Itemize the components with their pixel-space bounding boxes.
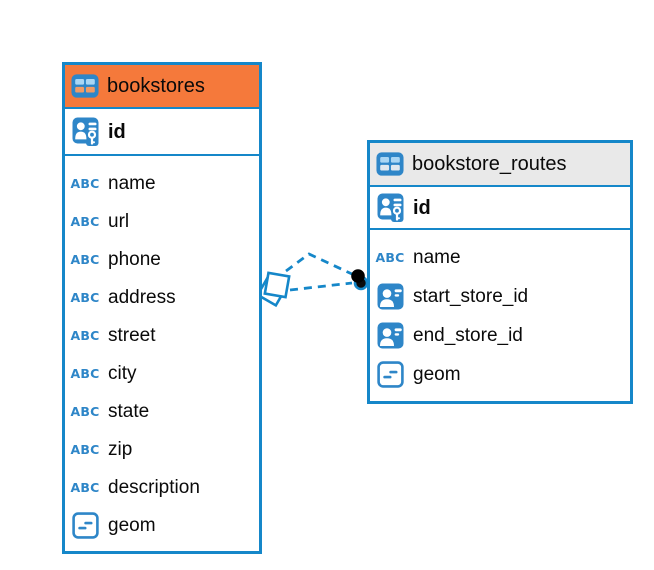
relationship-line-upper[interactable]: [285, 252, 353, 276]
column-row-state[interactable]: ABC state: [65, 392, 259, 430]
table-title: bookstores: [107, 74, 205, 97]
column-name: start_store_id: [413, 286, 529, 307]
column-name: description: [108, 476, 200, 498]
column-row-geom[interactable]: geom: [370, 355, 630, 394]
column-row-end_store_id[interactable]: end_store_id: [370, 316, 630, 355]
geometry-icon: [376, 361, 404, 388]
table-bookstore-routes-header[interactable]: bookstore_routes: [370, 143, 630, 187]
table-title: bookstore_routes: [412, 152, 567, 175]
column-row-description[interactable]: ABC description: [65, 468, 259, 506]
column-row-id[interactable]: id: [65, 110, 259, 153]
column-row-start_store_id[interactable]: start_store_id: [370, 277, 630, 316]
column-row-city[interactable]: ABC city: [65, 354, 259, 392]
column-name: address: [108, 286, 176, 308]
column-row-name[interactable]: ABC name: [65, 164, 259, 202]
table-icon: [376, 151, 404, 177]
column-name: geom: [413, 364, 461, 385]
text-icon: ABC: [70, 251, 100, 267]
column-name: url: [108, 210, 130, 232]
columns-section: ABC name start_store_id end_store_id geom: [370, 230, 630, 401]
column-name: zip: [108, 438, 133, 460]
column-name: id: [413, 196, 431, 219]
column-row-zip[interactable]: ABC zip: [65, 430, 259, 468]
column-name: id: [108, 120, 126, 143]
text-icon: ABC: [70, 441, 100, 457]
primary-key-section: id: [65, 109, 259, 156]
column-row-geom[interactable]: geom: [65, 506, 259, 544]
relationship-line-lower[interactable]: [289, 281, 353, 292]
text-icon: ABC: [70, 365, 100, 381]
text-icon: ABC: [375, 250, 405, 265]
text-icon: ABC: [70, 327, 100, 343]
column-row-id[interactable]: id: [370, 188, 630, 227]
text-icon: ABC: [70, 213, 100, 229]
diamond-marker: [255, 271, 291, 308]
geometry-icon: [71, 511, 99, 539]
foreign-key-icon: [376, 283, 404, 310]
primary-key-section: id: [370, 187, 630, 230]
column-name: end_store_id: [413, 325, 523, 346]
column-name: name: [108, 172, 156, 194]
column-row-phone[interactable]: ABC phone: [65, 240, 259, 278]
column-name: city: [108, 362, 137, 384]
table-icon: [71, 73, 99, 99]
dot-marker: [351, 269, 369, 291]
column-name: name: [413, 247, 461, 268]
column-name: phone: [108, 248, 161, 270]
column-row-address[interactable]: ABC address: [65, 278, 259, 316]
foreign-key-icon: [376, 322, 404, 349]
column-name: geom: [108, 514, 156, 536]
primary-key-icon: [376, 193, 404, 222]
column-name: state: [108, 400, 150, 422]
table-bookstore-routes[interactable]: bookstore_routes id ABC name start_store_…: [367, 140, 633, 404]
primary-key-icon: [71, 117, 99, 146]
text-icon: ABC: [70, 403, 100, 419]
text-icon: ABC: [70, 289, 100, 305]
column-row-url[interactable]: ABC url: [65, 202, 259, 240]
table-bookstores-header[interactable]: bookstores: [65, 65, 259, 109]
column-row-name[interactable]: ABC name: [370, 238, 630, 277]
text-icon: ABC: [70, 479, 100, 495]
text-icon: ABC: [70, 175, 100, 191]
column-row-street[interactable]: ABC street: [65, 316, 259, 354]
column-name: street: [108, 324, 156, 346]
